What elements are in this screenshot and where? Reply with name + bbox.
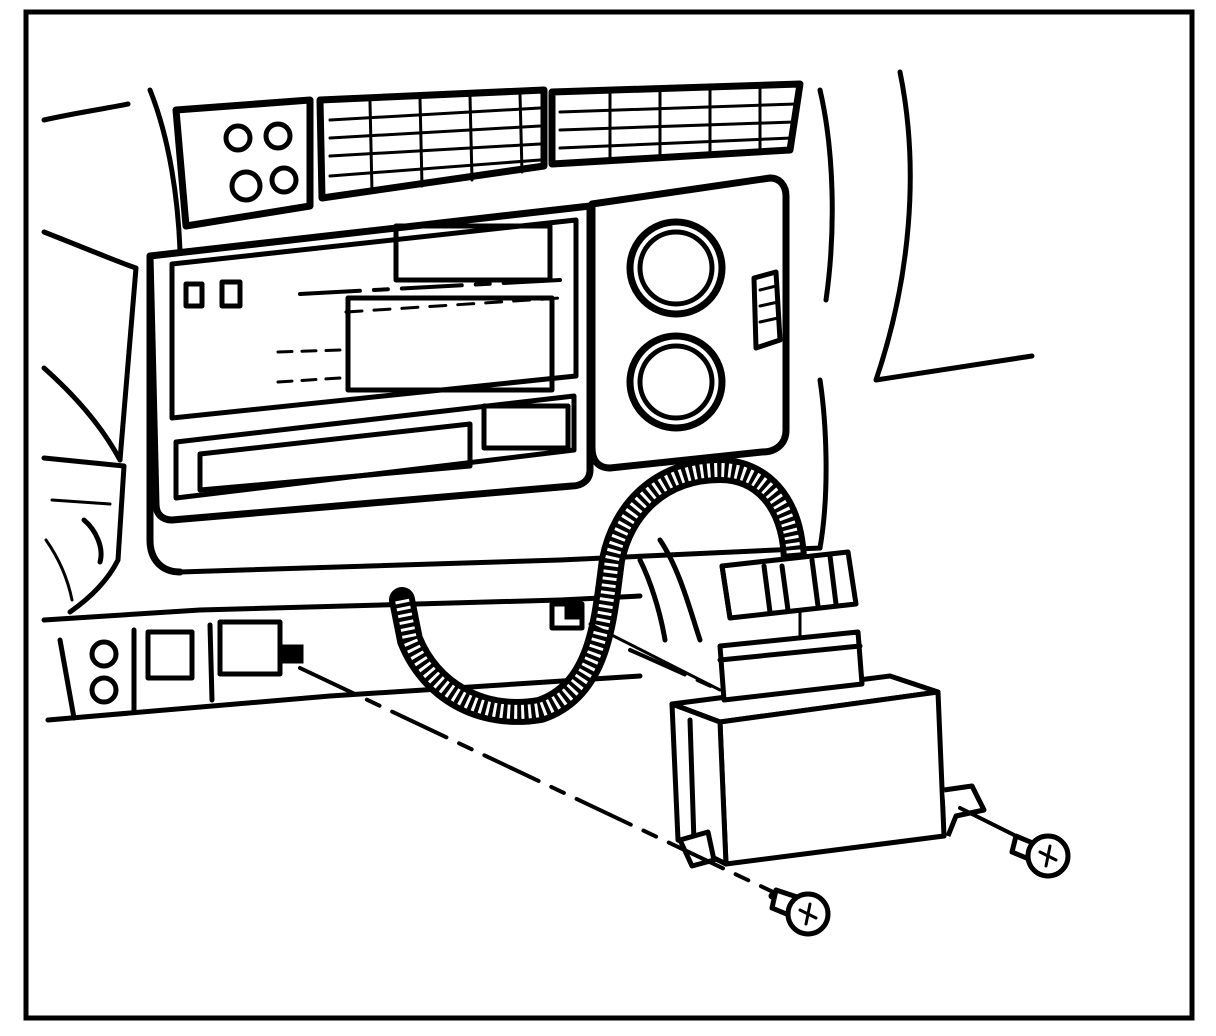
figure-frame	[23, 9, 1195, 1021]
dashboard-panel	[41, 69, 1035, 723]
connector-plug	[719, 549, 859, 642]
control-module	[669, 629, 987, 869]
air-vents	[172, 80, 804, 230]
radio-head-unit	[146, 202, 594, 524]
screw-right	[1009, 833, 1071, 879]
screw-left	[768, 887, 831, 937]
mounting-screws	[768, 833, 1071, 937]
wiring-harness	[389, 456, 807, 725]
gauge-pods	[588, 174, 790, 472]
